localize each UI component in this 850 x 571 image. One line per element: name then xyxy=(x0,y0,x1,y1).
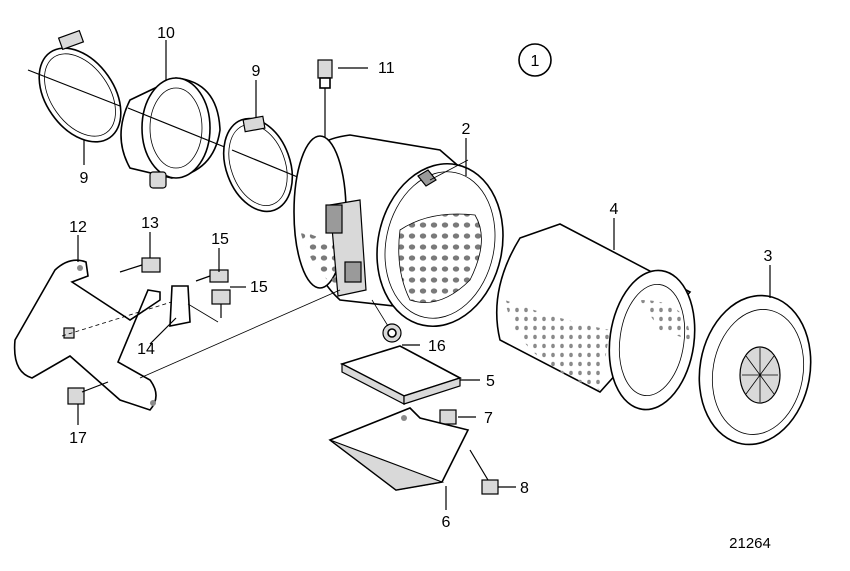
filter-housing xyxy=(293,134,504,328)
view-number-badge: 1 xyxy=(518,43,552,77)
callout-16: 16 xyxy=(428,338,446,355)
callout-8: 8 xyxy=(520,480,529,497)
callout-3: 3 xyxy=(764,248,773,265)
callout-labels: 10 9 9 11 2 4 3 12 13 15 15 14 16 5 17 7… xyxy=(69,25,772,531)
hose-clamp-left xyxy=(27,29,122,143)
leader-lines xyxy=(77,40,771,510)
bolt-15-upper xyxy=(195,269,229,283)
bolt-17 xyxy=(67,381,109,405)
callout-15-lower: 15 xyxy=(250,279,268,296)
nut-7 xyxy=(439,409,457,425)
nut-16 xyxy=(371,299,402,343)
callout-9-middle: 9 xyxy=(252,63,261,80)
callout-13: 13 xyxy=(141,215,159,232)
bolt-13 xyxy=(119,257,161,273)
callout-6: 6 xyxy=(442,514,451,531)
pad xyxy=(339,345,463,405)
callout-11: 11 xyxy=(378,60,395,77)
callout-14: 14 xyxy=(137,341,155,358)
drawing-number: 21264 xyxy=(729,535,771,552)
callout-9-left: 9 xyxy=(80,170,89,187)
hose-clamp-middle xyxy=(222,115,301,213)
callout-5: 5 xyxy=(486,373,495,390)
view-number: 1 xyxy=(531,53,540,70)
callout-12: 12 xyxy=(69,219,87,236)
filter-element xyxy=(495,223,696,411)
pressure-sensor xyxy=(317,59,333,140)
callout-4: 4 xyxy=(610,201,619,218)
drip-tray xyxy=(328,407,470,491)
housing-cover xyxy=(698,294,812,446)
callout-7: 7 xyxy=(484,410,493,427)
callout-10: 10 xyxy=(157,25,175,42)
bolt-15-lower xyxy=(211,289,231,318)
callout-15-upper: 15 xyxy=(211,231,229,248)
callout-2: 2 xyxy=(462,121,471,138)
bolt-8 xyxy=(469,449,499,495)
mounting-bracket xyxy=(13,259,179,411)
spacer-14 xyxy=(169,285,219,327)
callout-17: 17 xyxy=(69,430,87,447)
rubber-sleeve xyxy=(120,77,233,189)
